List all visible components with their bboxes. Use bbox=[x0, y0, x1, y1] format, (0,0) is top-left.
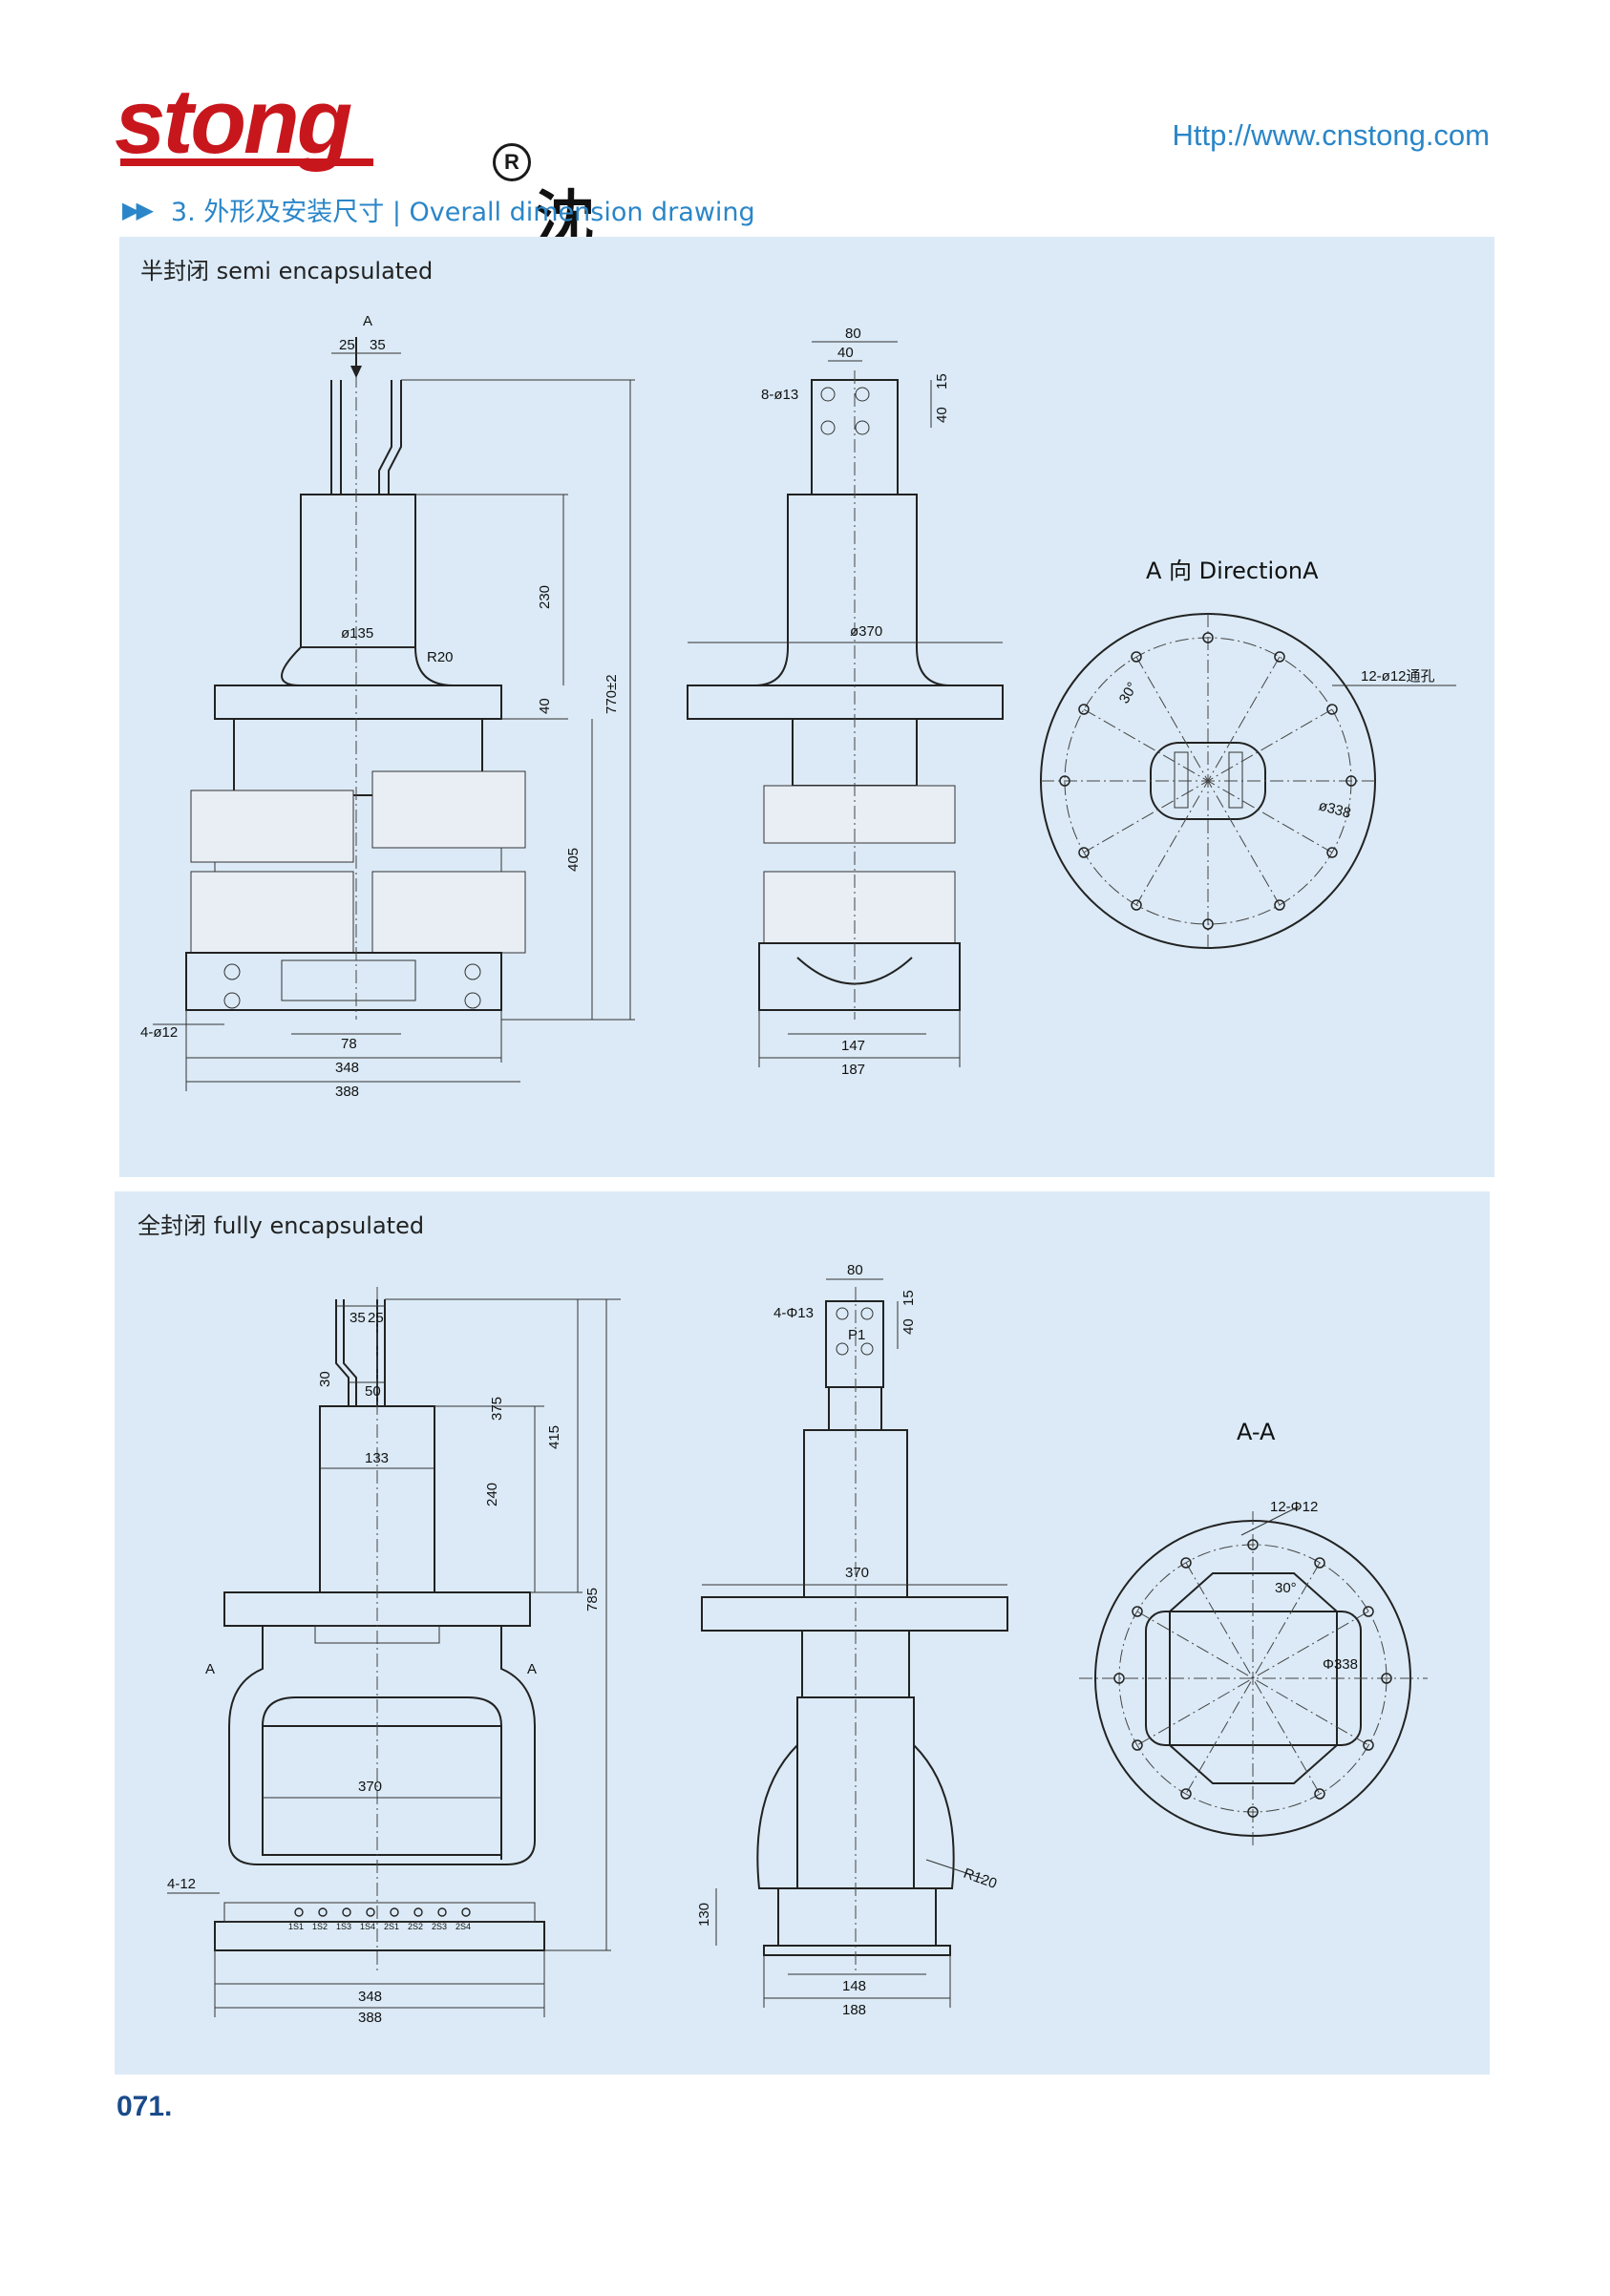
semi-side-dim-40: 40 bbox=[837, 345, 854, 361]
terminal-1s2: 1S2 bbox=[312, 1922, 328, 1931]
registered-mark: R bbox=[493, 143, 531, 181]
website-url[interactable]: Http://www.cnstong.com bbox=[1172, 118, 1490, 152]
semi-side-dim-187: 187 bbox=[841, 1062, 865, 1078]
semi-direction-holes: 12-ø12通孔 bbox=[1361, 668, 1435, 685]
full-side-view: 80 4-Φ13 40 15 P1 370 130 R120 148 188 bbox=[696, 1262, 1008, 2018]
semi-dim-40: 40 bbox=[537, 698, 553, 714]
terminal-1s4: 1S4 bbox=[360, 1922, 375, 1931]
semi-front-view: A 25 35 230 ø135 R20 40 770±2 405 4-ø12 … bbox=[140, 313, 635, 1100]
full-side-dim-4-holes: 4-Φ13 bbox=[773, 1305, 814, 1321]
terminal-2s2: 2S2 bbox=[408, 1922, 423, 1931]
section-title-text: 3. 外形及安装尺寸 | Overall dimension drawing bbox=[170, 198, 755, 227]
full-dim-370: 370 bbox=[358, 1779, 382, 1795]
full-section-mark-left: A bbox=[205, 1661, 215, 1677]
semi-dim-25: 25 bbox=[339, 337, 355, 353]
logo-latin-text: stong bbox=[115, 71, 352, 173]
semi-dim-388: 388 bbox=[335, 1084, 359, 1100]
semi-side-view: 80 40 15 40 8-ø13 ø370 147 187 bbox=[687, 326, 1004, 1078]
terminal-1s1: 1S1 bbox=[288, 1922, 304, 1931]
terminal-2s4: 2S4 bbox=[455, 1922, 471, 1931]
semi-side-dim-dia370: ø370 bbox=[850, 623, 882, 640]
semi-dim-dia135: ø135 bbox=[341, 625, 373, 642]
full-section-dia: Φ338 bbox=[1323, 1656, 1358, 1673]
semi-side-dim-15: 15 bbox=[934, 373, 950, 390]
full-side-dim-40: 40 bbox=[900, 1318, 917, 1335]
full-dim-4-holes: 4-12 bbox=[167, 1876, 196, 1892]
semi-side-dim-80: 80 bbox=[845, 326, 861, 342]
semi-panel-label: 半封闭 semi encapsulated bbox=[140, 258, 434, 284]
full-side-dim-370: 370 bbox=[845, 1565, 869, 1581]
semi-direction-angle: 30° bbox=[1116, 680, 1141, 706]
full-front-view: 35 25 30 50 133 240 375 415 785 A A 370 … bbox=[167, 1287, 621, 2026]
terminal-1s3: 1S3 bbox=[336, 1922, 351, 1931]
section-arrows-icon: ▶▶ bbox=[122, 196, 154, 223]
semi-direction-label: A 向 DirectionA bbox=[1146, 558, 1319, 584]
full-drawing: 35 25 30 50 133 240 375 415 785 A A 370 … bbox=[167, 1262, 1428, 2026]
semi-dim-35: 35 bbox=[370, 337, 386, 353]
full-section-angle: 30° bbox=[1275, 1580, 1297, 1596]
full-dim-785: 785 bbox=[584, 1588, 601, 1611]
full-dim-50: 50 bbox=[365, 1383, 381, 1400]
full-section-aa-view: A-A 12-Φ12 30° Φ338 bbox=[1079, 1419, 1428, 1845]
full-side-dim-148: 148 bbox=[842, 1978, 866, 1994]
semi-direction-dia: ø338 bbox=[1317, 797, 1352, 821]
section-title: ▶▶ 3. 外形及安装尺寸 | Overall dimension drawin… bbox=[122, 191, 755, 228]
full-side-dim-15: 15 bbox=[900, 1290, 917, 1306]
semi-dim-348: 348 bbox=[335, 1060, 359, 1076]
page-number: 071. bbox=[117, 2091, 173, 2122]
semi-dim-4-holes: 4-ø12 bbox=[140, 1024, 178, 1041]
full-side-dim-130: 130 bbox=[696, 1903, 712, 1927]
terminal-2s3: 2S3 bbox=[432, 1922, 447, 1931]
full-side-p1: P1 bbox=[848, 1327, 865, 1343]
full-section-mark-right: A bbox=[527, 1661, 537, 1677]
semi-dim-78: 78 bbox=[341, 1036, 357, 1052]
logo-underline bbox=[120, 158, 373, 166]
full-dim-348: 348 bbox=[358, 1989, 382, 2005]
full-dim-388: 388 bbox=[358, 2010, 382, 2026]
full-dim-375: 375 bbox=[489, 1397, 505, 1421]
semi-drawing: A 25 35 230 ø135 R20 40 770±2 405 4-ø12 … bbox=[140, 313, 1456, 1100]
semi-a-arrow-label: A bbox=[363, 313, 372, 329]
semi-dim-r20: R20 bbox=[427, 649, 454, 665]
fully-encapsulated-panel: 全封闭 fully encapsulated bbox=[115, 1191, 1490, 2075]
terminal-2s1: 2S1 bbox=[384, 1922, 399, 1931]
full-section-holes: 12-Φ12 bbox=[1270, 1499, 1318, 1515]
full-dim-35: 35 bbox=[350, 1310, 366, 1326]
full-side-dim-r120: R120 bbox=[962, 1865, 1000, 1892]
semi-dim-770: 770±2 bbox=[604, 674, 620, 714]
full-side-dim-188: 188 bbox=[842, 2002, 866, 2018]
full-dim-133: 133 bbox=[365, 1450, 389, 1466]
full-side-dim-80: 80 bbox=[847, 1262, 863, 1278]
full-dim-415: 415 bbox=[546, 1425, 562, 1449]
semi-encapsulated-panel: 半封闭 semi encapsulated bbox=[119, 237, 1494, 1177]
full-panel-label: 全封闭 fully encapsulated bbox=[138, 1212, 425, 1239]
semi-dim-405: 405 bbox=[565, 848, 582, 872]
semi-side-dim-40b: 40 bbox=[934, 407, 950, 423]
full-section-label: A-A bbox=[1237, 1419, 1276, 1445]
full-dim-25: 25 bbox=[368, 1310, 384, 1326]
semi-side-dim-8-holes: 8-ø13 bbox=[761, 387, 798, 403]
full-dim-30: 30 bbox=[317, 1371, 333, 1387]
semi-dim-230: 230 bbox=[537, 585, 553, 609]
semi-direction-a-view: A 向 DirectionA 12-ø12通孔 30° ø338 bbox=[1040, 558, 1456, 949]
full-dim-240: 240 bbox=[484, 1483, 500, 1506]
semi-side-dim-147: 147 bbox=[841, 1038, 865, 1054]
